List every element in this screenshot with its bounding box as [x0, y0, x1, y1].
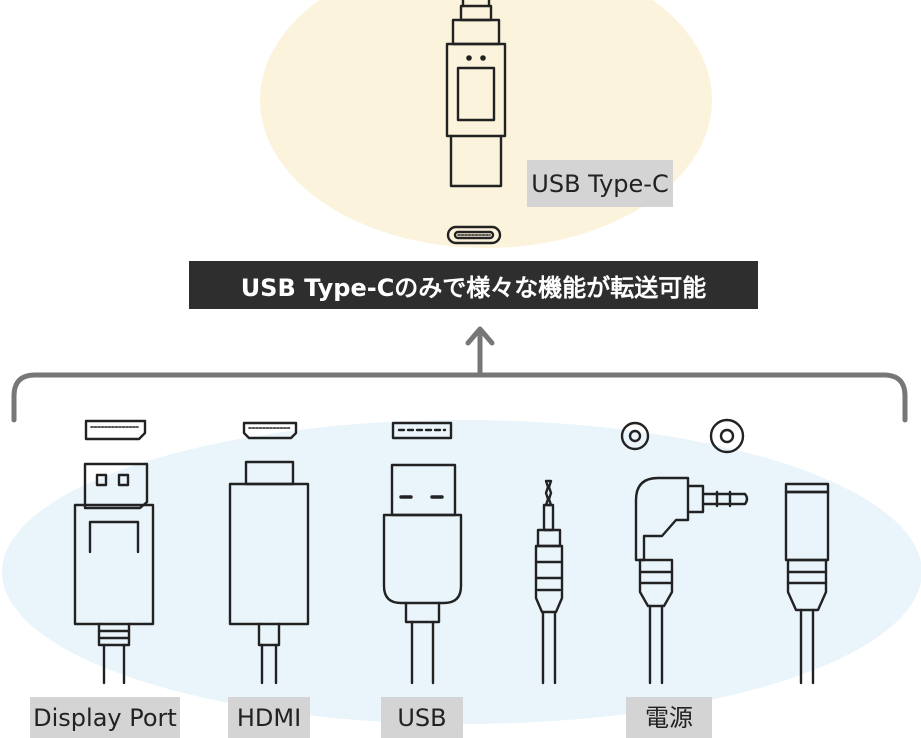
power-label: 電源: [626, 697, 712, 738]
top-highlight-ellipse: [260, 0, 712, 248]
displayport-plug-icon: [73, 462, 155, 685]
displayport-port-icon: [84, 419, 147, 441]
power-angle-plug-icon: [634, 476, 749, 685]
hdmi-port-icon: [242, 421, 298, 440]
power-port-large-icon: [709, 418, 745, 454]
display-port-label: Display Port: [30, 697, 180, 738]
usb-a-port-icon: [391, 421, 453, 440]
hdmi-label: HDMI: [228, 697, 310, 738]
usb-a-plug-icon: [382, 463, 463, 685]
power-socket-plug-icon: [784, 482, 830, 685]
usb-type-c-label: USB Type-C: [527, 160, 673, 207]
usb-c-port-icon: [446, 225, 502, 245]
power-port-small-icon: [620, 421, 650, 451]
usb-c-plug-icon: [445, 0, 507, 188]
feature-banner: USB Type-Cのみで様々な機能が転送可能: [189, 261, 758, 309]
hdmi-plug-icon: [228, 460, 310, 685]
usb-label: USB: [381, 697, 463, 738]
bracket-arrow: [11, 326, 908, 423]
audio-straight-plug-icon: [534, 479, 564, 685]
